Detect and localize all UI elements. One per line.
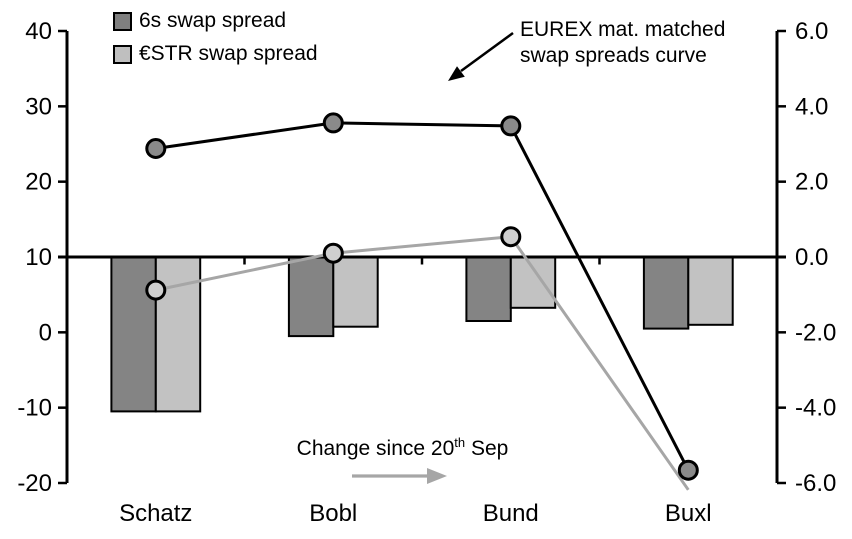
right-axis-tick-label: 6.0 xyxy=(795,18,828,45)
bar-estr-bobl xyxy=(332,256,379,328)
right-axis-tick-label: 0.0 xyxy=(795,244,828,271)
legend: 6s swap spread €STR swap spread xyxy=(113,10,318,65)
right-axis-tick-label: -4.0 xyxy=(795,395,836,422)
change-annotation-arrowhead-icon xyxy=(427,468,447,484)
legend-item-estr: €STR swap spread xyxy=(113,43,318,65)
right-axis-tick-label: 4.0 xyxy=(795,93,828,120)
legend-item-6s: 6s swap spread xyxy=(113,10,318,32)
x-axis-label-bobl: Bobl xyxy=(309,500,357,527)
marker-estr-bobl xyxy=(322,242,344,264)
change-annotation: Change since 20th Sep xyxy=(270,435,535,461)
legend-swatch-estr-icon xyxy=(113,44,132,64)
right-axis-tick-label: -6.0 xyxy=(795,470,836,497)
left-axis-tick-label: 40 xyxy=(25,18,52,45)
legend-label-6s: 6s swap spread xyxy=(139,9,287,32)
left-axis-tick-label: 0 xyxy=(39,319,52,346)
left-axis-tick-label: 30 xyxy=(25,93,52,120)
change-annotation-superscript: th xyxy=(454,435,466,450)
curve-annotation: EUREX mat. matched swap spreads curve xyxy=(520,17,725,69)
marker-6s-bund xyxy=(500,115,522,137)
right-axis-tick-label: -2.0 xyxy=(795,319,836,346)
curve-annotation-line1: EUREX mat. matched xyxy=(520,18,726,41)
marker-6s-bobl xyxy=(322,112,344,134)
bar-6s-bobl xyxy=(287,256,335,338)
bar-6s-schatz xyxy=(110,256,157,413)
marker-6s-schatz xyxy=(145,138,167,159)
bar-estr-buxl xyxy=(687,256,734,326)
curve-annotation-arrowhead-icon xyxy=(448,66,465,81)
bar-6s-buxl xyxy=(642,256,690,330)
x-axis-label-schatz: Schatz xyxy=(119,500,192,527)
legend-swatch-6s-icon xyxy=(113,11,132,31)
bar-estr-schatz xyxy=(154,256,202,413)
x-axis-label-buxl: Buxl xyxy=(665,500,712,527)
left-axis-tick-label: -20 xyxy=(17,470,52,497)
right-axis-tick-label: 2.0 xyxy=(795,169,828,196)
left-axis-tick-label: 10 xyxy=(25,244,52,271)
marker-estr-schatz xyxy=(145,279,167,301)
left-axis-tick-label: -10 xyxy=(17,395,52,422)
line-estr xyxy=(155,235,690,491)
marker-estr-bund xyxy=(500,226,522,248)
change-annotation-suffix: Sep xyxy=(465,437,509,460)
curve-annotation-line2: swap spreads curve xyxy=(520,44,707,67)
x-axis-label-bund: Bund xyxy=(483,500,539,527)
bar-estr-bund xyxy=(509,256,557,309)
change-annotation-prefix: Change since 20 xyxy=(296,437,455,460)
marker-6s-buxl xyxy=(677,459,699,481)
curve-annotation-arrow xyxy=(460,31,514,73)
legend-label-estr: €STR swap spread xyxy=(139,42,318,65)
bar-6s-bund xyxy=(465,256,512,322)
line-6s xyxy=(155,121,690,471)
left-axis-tick-label: 20 xyxy=(25,169,52,196)
